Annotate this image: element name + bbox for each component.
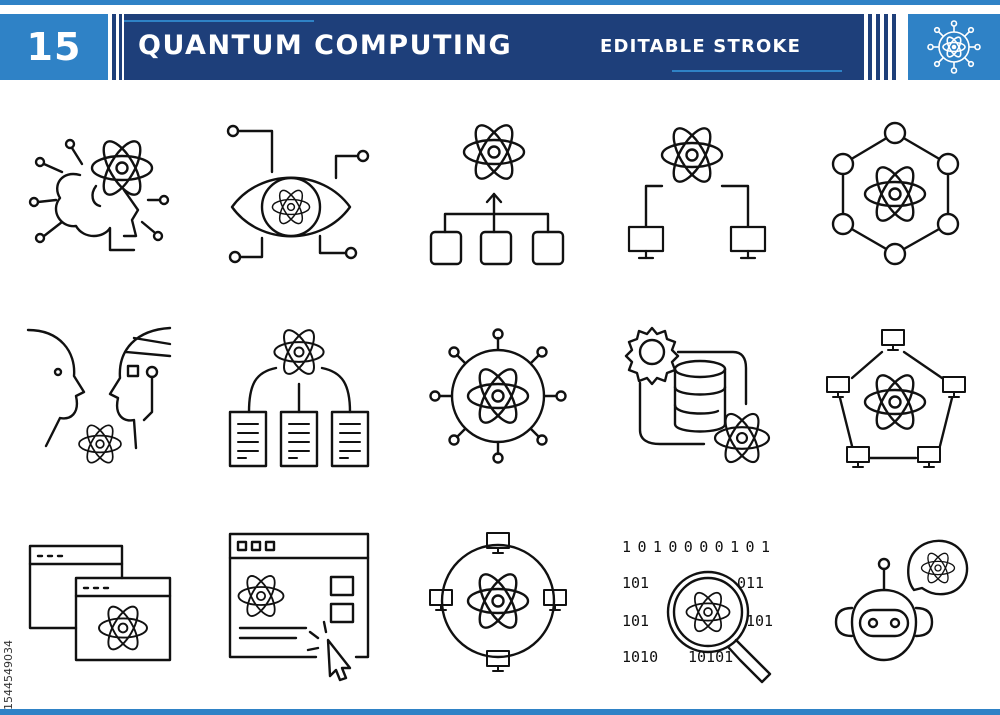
- binary-search-atom-icon: 1010000101 101 011 101 101 1010 10101: [622, 538, 773, 684]
- header-stripe: [112, 14, 116, 80]
- robot-chat-atom-icon: [834, 539, 969, 662]
- header-stripe: [892, 14, 896, 80]
- gear-database-atom-icon: [624, 326, 771, 468]
- atom-pentagon-network-icon: [825, 328, 967, 469]
- binary-row: 1010: [622, 648, 658, 666]
- header-stripe: [884, 14, 888, 80]
- atom-node-hexagon-icon: [831, 121, 960, 266]
- atom-hierarchy-icon: [429, 118, 565, 266]
- header-banner: 15 QUANTUM COMPUTING EDITABLE STROKE: [0, 14, 1000, 80]
- atom-network-logo-icon: [927, 20, 981, 74]
- eye-atom-circuit-icon: [226, 124, 370, 264]
- binary-row: 101: [622, 612, 649, 630]
- atom-radial-nodes-icon: [429, 328, 567, 464]
- binary-row: 101: [746, 612, 773, 630]
- header-stripe: [868, 14, 872, 80]
- page-title: QUANTUM COMPUTING: [138, 30, 513, 61]
- human-robot-atom-icon: [26, 326, 172, 468]
- top-accent-line: [0, 0, 1000, 5]
- title-deco-line: [672, 70, 842, 72]
- binary-row: 1010000101: [622, 538, 770, 556]
- binary-row: 10101: [688, 648, 733, 666]
- page-subtitle: EDITABLE STROKE: [600, 36, 802, 57]
- web-page-atom-click-icon: [228, 532, 370, 682]
- header-stripe: [876, 14, 880, 80]
- atom-data-servers-icon: [228, 324, 370, 468]
- icon-count-badge: 15: [0, 14, 108, 80]
- atom-monitors-circle-icon: [428, 531, 568, 673]
- title-banner: QUANTUM COMPUTING EDITABLE STROKE: [124, 14, 864, 80]
- binary-row: 011: [737, 574, 764, 592]
- browser-windows-atom-icon: [28, 544, 172, 662]
- bottom-accent-line: [0, 709, 1000, 715]
- header-stripe: [119, 14, 122, 80]
- binary-row: 101: [622, 574, 649, 592]
- title-deco-line: [124, 20, 314, 22]
- ai-brain-atom-icon: [28, 134, 170, 252]
- header-logo: [908, 14, 1000, 80]
- atom-network-monitors-icon: [627, 121, 767, 260]
